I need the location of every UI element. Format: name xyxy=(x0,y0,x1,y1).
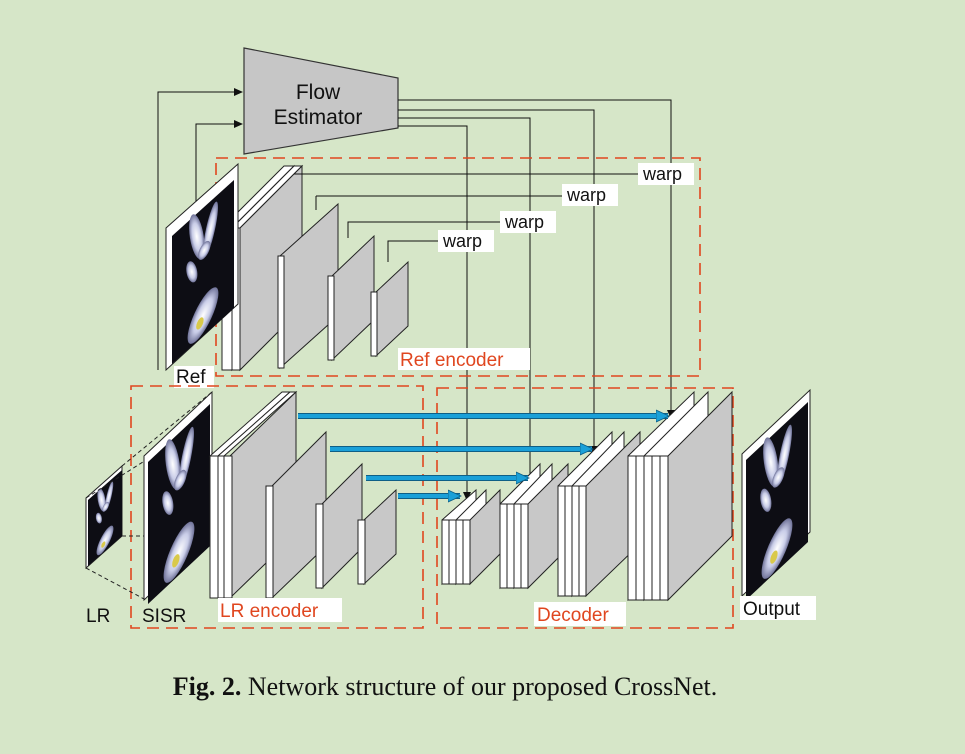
lr-encoder-layers xyxy=(208,390,397,600)
ref-label: Ref xyxy=(176,367,206,388)
flow-estimator-label-line1: Flow xyxy=(296,81,341,104)
lr-encoder-label-bg xyxy=(218,598,342,622)
caption-label: Fig. 2. xyxy=(172,672,242,701)
sisr-label: SISR xyxy=(142,606,186,627)
lr-label: LR xyxy=(86,606,110,627)
sisr-image xyxy=(143,390,213,612)
output-label: Output xyxy=(743,599,801,620)
flow-estimator-label-line2: Estimator xyxy=(274,106,363,129)
caption-text: Network structure of our proposed CrossN… xyxy=(247,672,718,701)
warp-label-4: warp xyxy=(442,231,482,251)
decoder-label: Decoder xyxy=(537,605,609,626)
lr-encoder-label: LR encoder xyxy=(220,601,319,622)
decoder-label-bg xyxy=(534,602,626,626)
decoder-box xyxy=(436,387,734,629)
warp-label-2-bg xyxy=(562,184,618,206)
ref-encoder-label-bg xyxy=(398,348,530,370)
warp-label-1-bg xyxy=(638,163,694,185)
ref-encoder-label: Ref encoder xyxy=(400,350,504,371)
warp-label-2: warp xyxy=(566,185,606,205)
decoder-layers xyxy=(441,390,733,602)
output-image xyxy=(741,388,811,608)
warp-label-1: warp xyxy=(642,164,682,184)
flow-estimator-block xyxy=(243,47,399,155)
sisr-to-flow-arrow xyxy=(157,88,243,370)
ref-label-bg xyxy=(174,366,214,388)
lr-image xyxy=(85,464,123,570)
warp-label-3: warp xyxy=(504,212,544,232)
ref-to-flow-arrow xyxy=(195,120,243,228)
flow-line-3 xyxy=(398,117,534,485)
warp-label-4-bg xyxy=(438,230,494,252)
warp-label-3-bg xyxy=(500,211,556,233)
warp-line-4 xyxy=(387,240,438,262)
warp-line-3 xyxy=(347,221,500,238)
figure-caption: Fig. 2. Network structure of our propose… xyxy=(0,672,890,702)
flow-line-1 xyxy=(398,99,675,419)
ref-encoder-layers xyxy=(220,164,409,372)
output-label-bg xyxy=(740,596,816,620)
ref-image xyxy=(165,162,239,372)
flow-line-2 xyxy=(398,109,598,455)
